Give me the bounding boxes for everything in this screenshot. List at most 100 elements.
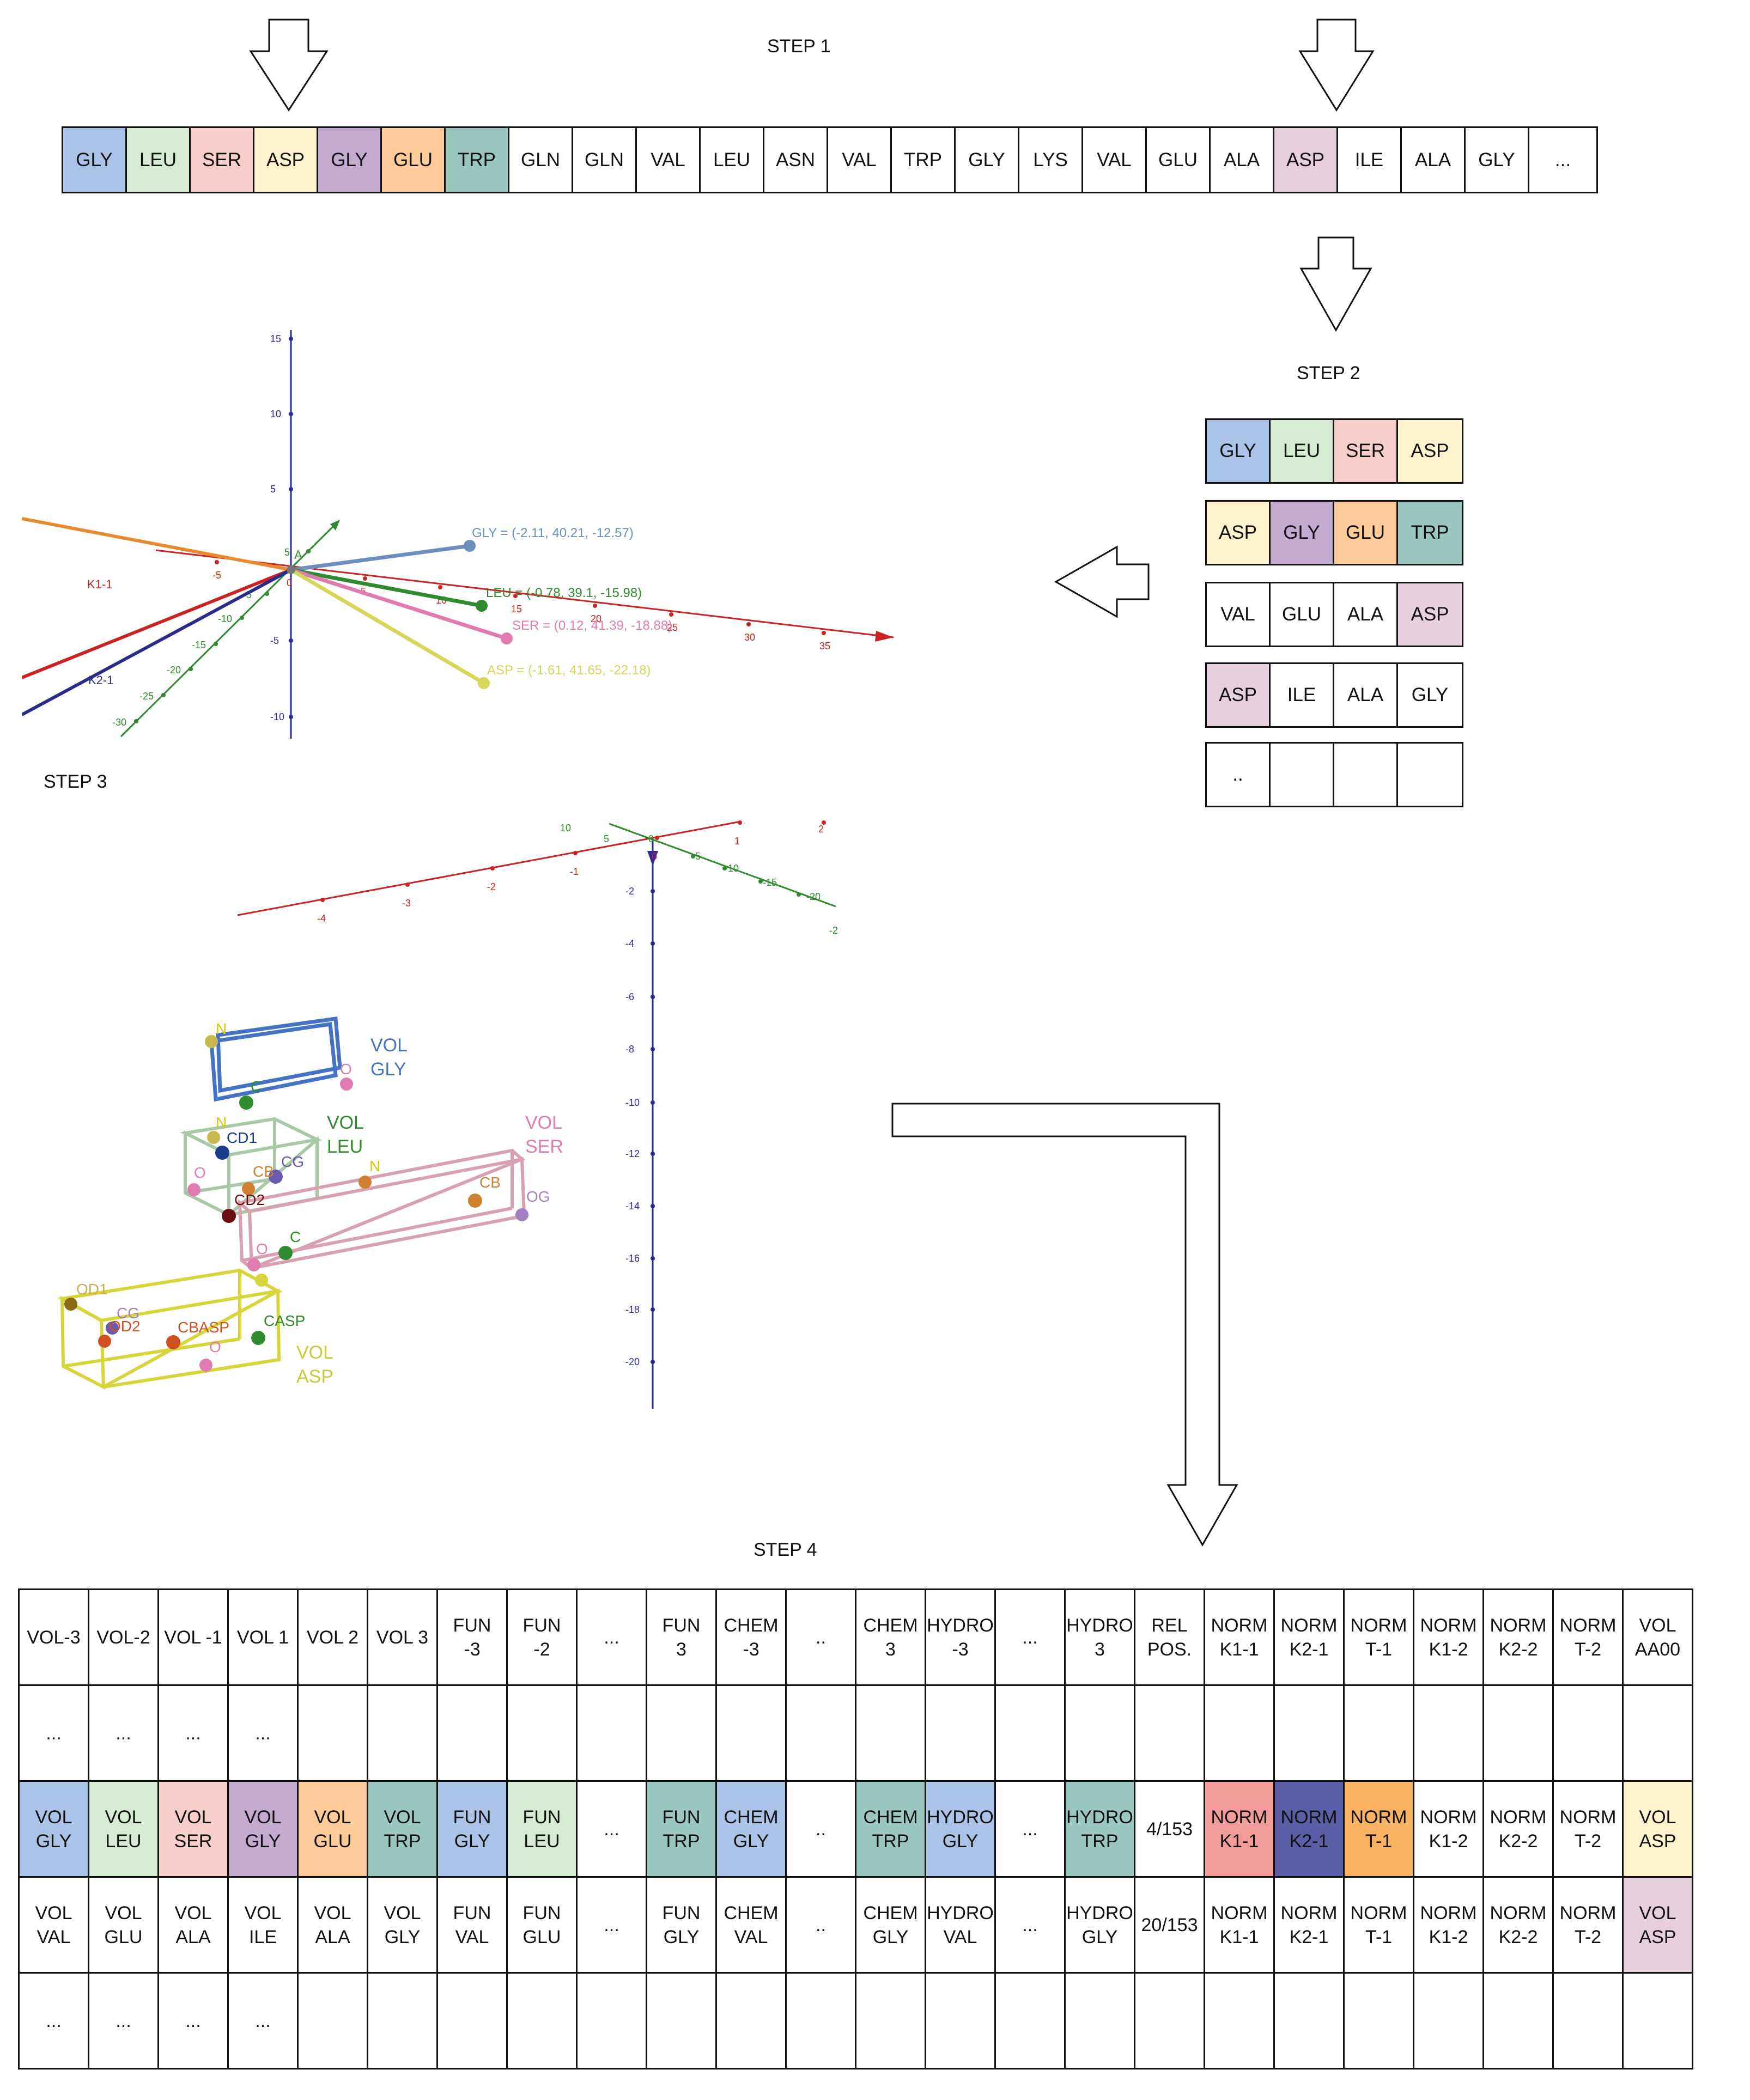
atom-labels: N C O N CD1 CG CB O CD2 N CB OG C O OD1 …: [76, 1020, 550, 1355]
sequence-cell: TRP: [892, 128, 956, 192]
window-cell: GLY: [1271, 502, 1334, 564]
table-cell: [1064, 1684, 1135, 1782]
table-cell: CHEM 3: [855, 1588, 926, 1686]
sequence-cell: LYS: [1019, 128, 1083, 192]
window-cell: [1334, 744, 1398, 806]
atom-c-ser: C: [290, 1228, 301, 1245]
sequence-cell: GLY: [318, 128, 382, 192]
plot1-y-tick: -10: [218, 613, 232, 624]
sequence-cell: GLU: [382, 128, 446, 192]
plot1-x-axis: [155, 549, 894, 638]
sequence-cell: GLU: [1147, 128, 1211, 192]
table-cell: VOL ILE: [227, 1876, 299, 1974]
table-cell: ...: [18, 1684, 89, 1782]
plot2-z-tick: -16: [625, 1253, 640, 1264]
plot2-z-tick: -18: [625, 1304, 640, 1315]
vector-gly: [290, 544, 470, 572]
table-cell: VOL 3: [367, 1588, 438, 1686]
table-cell: VOL GLY: [18, 1780, 89, 1878]
window-cell: GLY: [1411, 684, 1449, 705]
plot1-z-tick: -10: [270, 711, 284, 722]
table-cell: HYDRO GLY: [925, 1780, 996, 1878]
plot2-x-tick: -2: [487, 881, 496, 892]
corner-arrow-icon: [891, 1103, 1238, 1547]
window-cell: ASP: [1398, 583, 1462, 646]
table-cell: VOL LEU: [88, 1780, 159, 1878]
plot2-y-tick: 0: [648, 833, 654, 844]
window-cell: GLU: [1334, 502, 1398, 564]
table-cell: VOL VAL: [18, 1876, 89, 1974]
plot1-vectors: A GLY = (-2.11, 40.21, -12.57) LEU = (-0…: [287, 526, 672, 689]
plot2-x-tick: -3: [402, 898, 411, 909]
window-row: ..: [1205, 742, 1463, 807]
table-cell: NORM K1-1: [1204, 1780, 1275, 1878]
sequence-cell: GLN: [573, 128, 637, 192]
plot2-y-tick: 10: [560, 823, 571, 833]
table-cell: VOL AA00: [1622, 1588, 1693, 1686]
table-cell: [1273, 1684, 1345, 1782]
vector-leu: [290, 568, 482, 608]
table-cell: VOL 1: [227, 1588, 299, 1686]
plot1-z-tick: 10: [270, 409, 281, 419]
plot2-x-tick: -1: [570, 866, 579, 877]
table-cell: [367, 1972, 438, 2069]
table-cell: ...: [994, 1780, 1066, 1878]
down-arrow-step2-icon: [1299, 236, 1372, 332]
table-cell: [1413, 1684, 1484, 1782]
plot1-y-tick: -20: [167, 665, 181, 675]
atoms: [64, 1035, 528, 1372]
axis-line-orange: [22, 517, 291, 571]
table-cell: CHEM -3: [715, 1588, 787, 1686]
table-cell: FUN GLY: [436, 1780, 508, 1878]
table-cell: [1413, 1972, 1484, 2069]
table-cell: [1622, 1972, 1693, 2069]
axis-line-k2-label: K2-1: [88, 673, 113, 687]
table-cell: NORM T-2: [1552, 1876, 1624, 1974]
table-cell: ...: [157, 1684, 229, 1782]
plot1-x-tick: -5: [212, 570, 221, 581]
table-cell: NORM K2-1: [1273, 1588, 1345, 1686]
plot2-x-tick: 0: [652, 851, 657, 862]
sequence-cell: LEU: [701, 128, 764, 192]
sequence-cell: ALA: [1211, 128, 1274, 192]
table-cell: [785, 1972, 856, 2069]
atom-n-leu: N: [216, 1114, 227, 1131]
atom-cb-leu: CB: [253, 1163, 274, 1180]
plot1-z-tick: 15: [270, 333, 281, 344]
plot1-y-tick: -25: [139, 691, 154, 702]
table-cell: CHEM GLY: [855, 1876, 926, 1974]
down-arrow-left-icon: [249, 19, 329, 112]
step-1-label: STEP 1: [767, 36, 831, 57]
table-cell: ..: [785, 1876, 856, 1974]
table-cell: NORM K2-1: [1273, 1780, 1345, 1878]
plot2-z-tick: -4: [625, 938, 634, 949]
sequence-cell: GLY: [956, 128, 1019, 192]
table-cell: [1064, 1972, 1135, 2069]
sequence-cell: GLN: [509, 128, 573, 192]
vector-asp-label: ASP = (-1.61, 41.65, -22.18): [487, 663, 651, 678]
table-cell: HYDRO -3: [925, 1588, 996, 1686]
table-cell: FUN VAL: [436, 1876, 508, 1974]
table-cell: [715, 1972, 787, 2069]
atom-o-gly: O: [340, 1061, 352, 1078]
plot2-y-tick: -20: [806, 891, 821, 902]
table-cell: [646, 1972, 717, 2069]
plot1-x-tick: 15: [511, 604, 522, 614]
atom-c-gly: C: [251, 1078, 262, 1095]
plot2-y-axis: [609, 823, 836, 908]
table-cell: NORM T-2: [1552, 1588, 1624, 1686]
table-cell: [994, 1972, 1066, 2069]
plot1-axis-lines: K1-1 K2-1: [22, 517, 292, 716]
table-cell: FUN GLU: [506, 1876, 578, 1974]
plot2-z-tick: -14: [625, 1201, 640, 1212]
window-cell: VAL: [1207, 583, 1271, 646]
atom-og-ser: OG: [526, 1188, 550, 1205]
atom-cd1-leu: CD1: [227, 1129, 257, 1146]
plot2-z-tick: -10: [625, 1097, 640, 1108]
sequence-cell: VAL: [828, 128, 892, 192]
